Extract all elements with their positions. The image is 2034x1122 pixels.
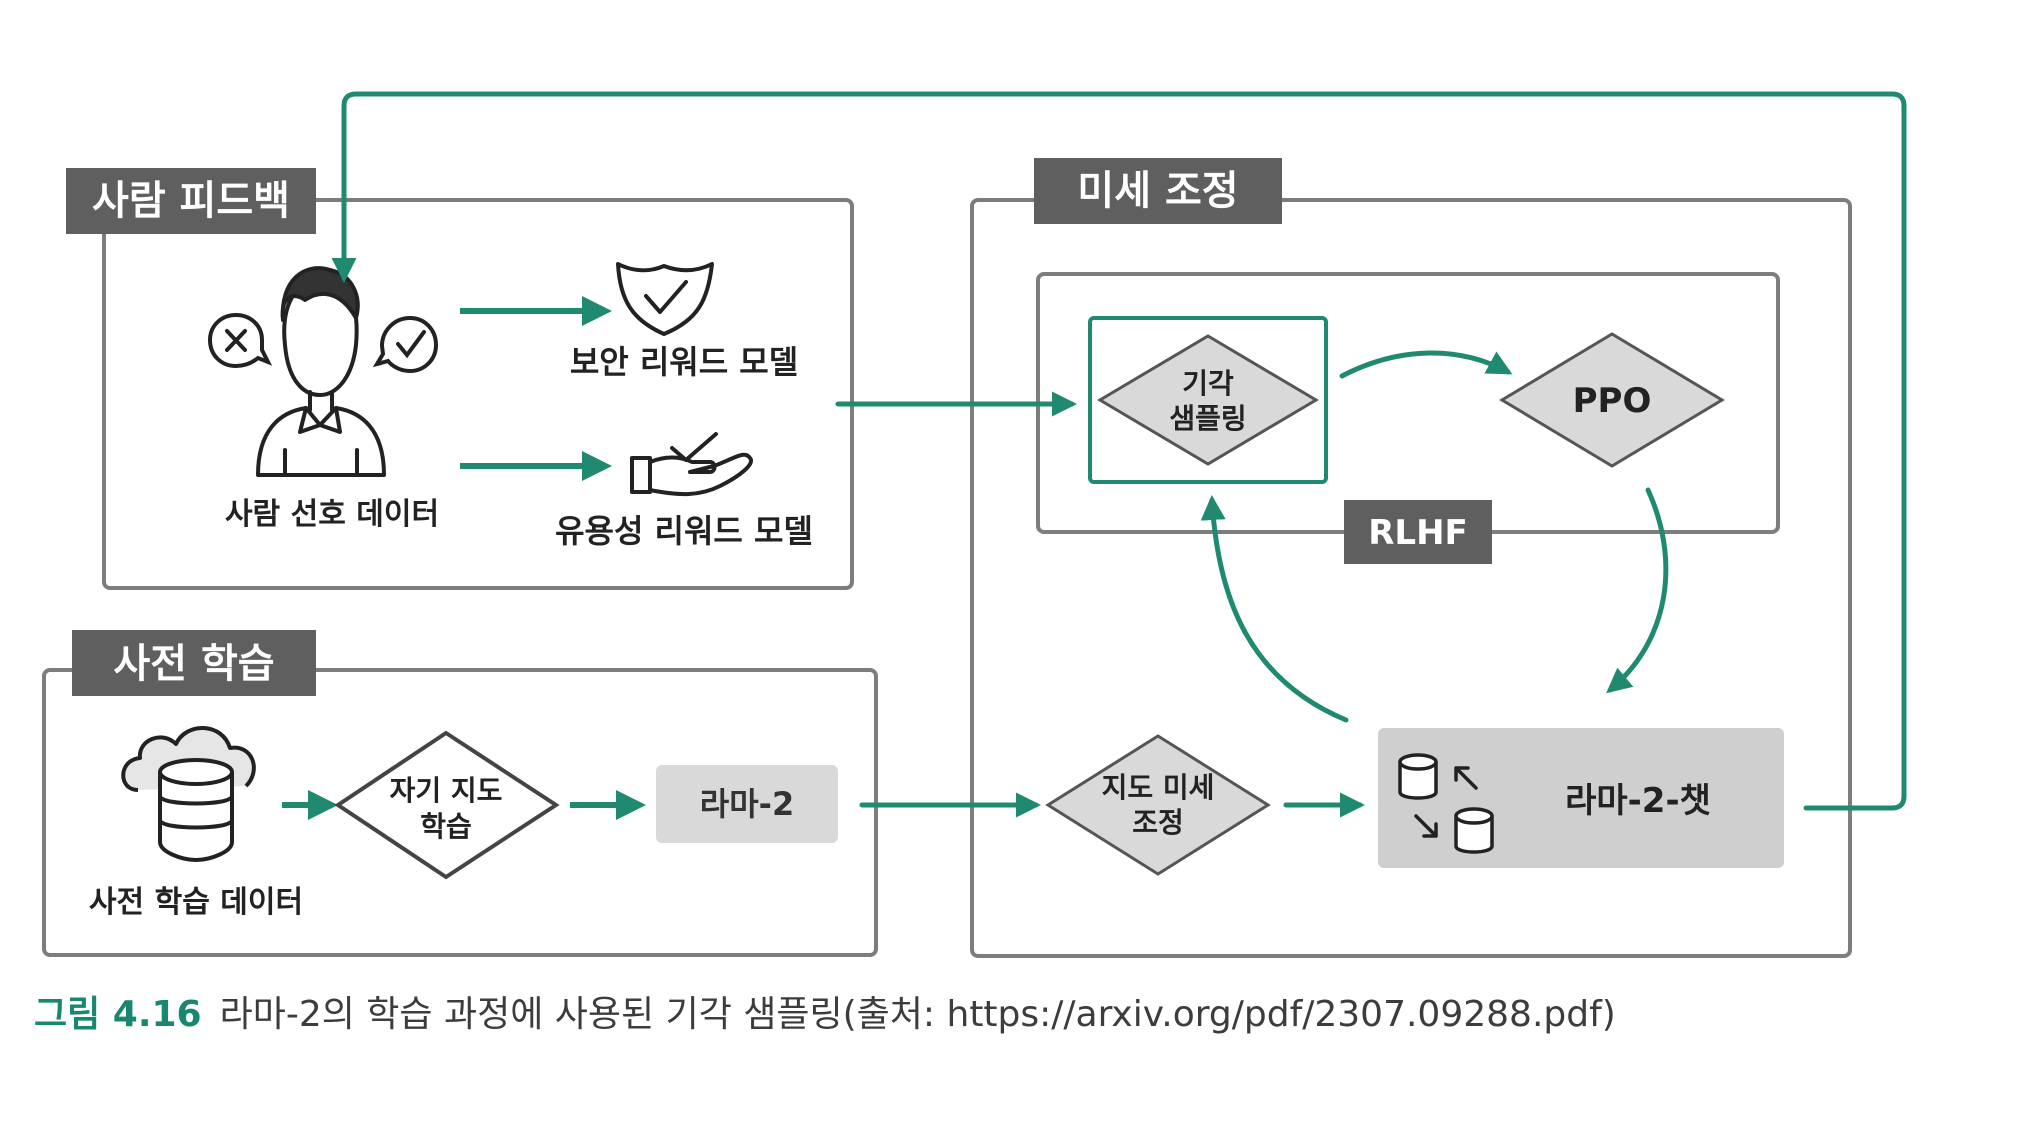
rejection-sampling-line1: 기각: [1182, 367, 1234, 400]
ppo-label: PPO: [1573, 381, 1652, 421]
rlhf-title-bg: [1344, 500, 1492, 564]
figure-caption-text: 라마-2의 학습 과정에 사용된 기각 샘플링(출처: https://arxi…: [219, 994, 1616, 1035]
self-supervised-line2: 학습: [420, 810, 472, 843]
arrow-chat-to-human-feedback: [331, 91, 1907, 811]
person-icon: [256, 266, 386, 477]
finetuning-title-bg: [1034, 158, 1282, 224]
human-feedback-title-bg: [66, 168, 316, 234]
sft-line2: 조정: [1132, 806, 1184, 839]
hand-check-icon: [630, 432, 753, 497]
safety-reward-model-label: 보안 리워드 모델: [570, 343, 798, 381]
human-feedback-section: 사람 피드백 사람 선호 데이터: [66, 168, 854, 590]
pretraining-title-bg: [72, 630, 316, 696]
self-supervised-line1: 자기 지도: [390, 774, 503, 807]
arrow-ppo-to-chat: [1606, 487, 1669, 694]
llama2-chat-label: 라마-2-챗: [1565, 781, 1711, 821]
helpful-reward-model-label: 유용성 리워드 모델: [555, 512, 813, 550]
database-sync-icon: [1398, 753, 1494, 854]
sft-diamond: [1045, 734, 1271, 876]
rejection-sampling-diamond: [1097, 334, 1319, 466]
cloud-database-icon: [121, 726, 256, 862]
llama2-label: 라마-2: [700, 785, 794, 823]
finetuning-title: 미세 조정: [1077, 168, 1238, 214]
rlhf-title: RLHF: [1368, 513, 1468, 553]
figure-caption-label: 그림 4.16: [34, 994, 202, 1035]
figure-caption: 그림 4.16 라마-2의 학습 과정에 사용된 기각 샘플링(출처: https…: [34, 985, 1616, 1037]
reject-bubble-icon: [207, 312, 273, 369]
rejection-sampling-line2: 샘플링: [1169, 402, 1246, 435]
human-feedback-title: 사람 피드백: [92, 178, 290, 224]
flow-arrows: [331, 91, 1907, 818]
ppo-diamond: [1499, 332, 1725, 468]
llama2-node: [656, 765, 838, 843]
pretraining-title: 사전 학습: [113, 641, 274, 687]
shield-icon: [616, 262, 714, 336]
arrow-rejection-to-ppo: [1339, 350, 1513, 379]
preference-data-label: 사람 선호 데이터: [225, 497, 439, 532]
approve-bubble-icon: [372, 315, 439, 374]
pretraining-section: 사전 학습 사전 학습 데이터 자기 지도 학습 라마-2: [42, 630, 878, 957]
self-supervised-diamond: [334, 730, 560, 880]
sft-line1: 지도 미세: [1102, 771, 1215, 804]
finetuning-section: 미세 조정 RLHF 기각 샘플링 PPO 지도 미세 조정 라마-2-챗: [970, 158, 1852, 958]
arrow-chat-to-rejection: [1200, 495, 1349, 723]
pretraining-data-label: 사전 학습 데이터: [89, 885, 303, 920]
